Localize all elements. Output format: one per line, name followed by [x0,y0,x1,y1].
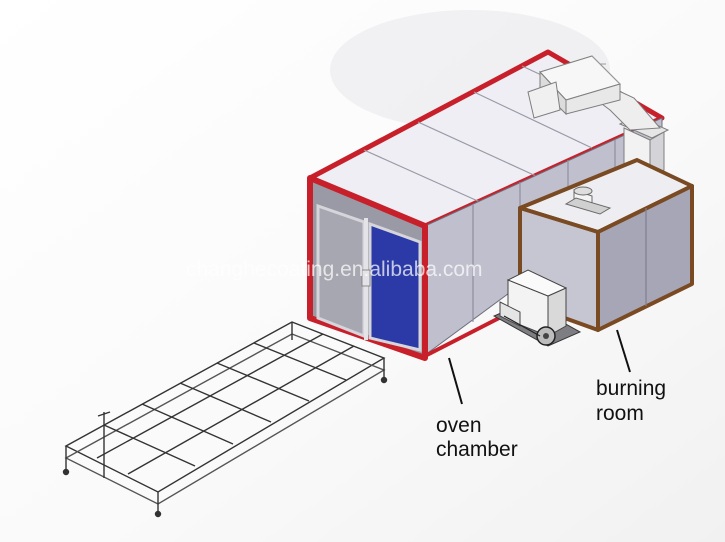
roof-seam [473,91,593,149]
oven-chamber-label-line1: oven [436,414,482,437]
frame-wheel-icon [62,468,70,476]
frame-longbar [127,345,355,475]
burning-room-side [596,184,694,332]
oven-door-right[interactable] [368,221,422,352]
door-handle[interactable] [361,269,371,287]
duct-inlet-collar [527,81,561,119]
chimney-base [564,197,612,215]
frame-crossbar [103,424,196,467]
roof-seam [417,121,537,177]
blower-housing-top [506,269,568,297]
burning-room-label-line1: burning [596,377,666,400]
oven-base-rail [424,313,506,358]
frame-crossbar [179,382,272,423]
blower-unit [492,269,582,347]
frame-wheel-icon [154,510,162,518]
frame-crossbar [216,362,310,402]
frame-wheel-icon [380,376,388,384]
trolley-frame [62,321,388,518]
motor-mount [499,301,521,327]
blower-strut [503,315,541,337]
burner-chimney-top [573,186,593,196]
burning-room-label-line2: room [596,402,644,425]
oven-callout-leader [448,357,463,405]
frame-crossbar [141,403,234,445]
frame-longbar [96,333,324,459]
duct-rib [591,55,621,85]
fan-pulley-hub [543,333,549,339]
burning-callout-leader [616,329,631,373]
roof-seam [363,149,481,203]
watermark-text: changhecoating.en.alibaba.com [186,258,483,281]
frame-crossbar [253,342,347,381]
oven-chamber-label-line2: chamber [436,438,518,461]
frame-hanger [97,411,111,417]
duct-horizontal-side [565,83,621,115]
